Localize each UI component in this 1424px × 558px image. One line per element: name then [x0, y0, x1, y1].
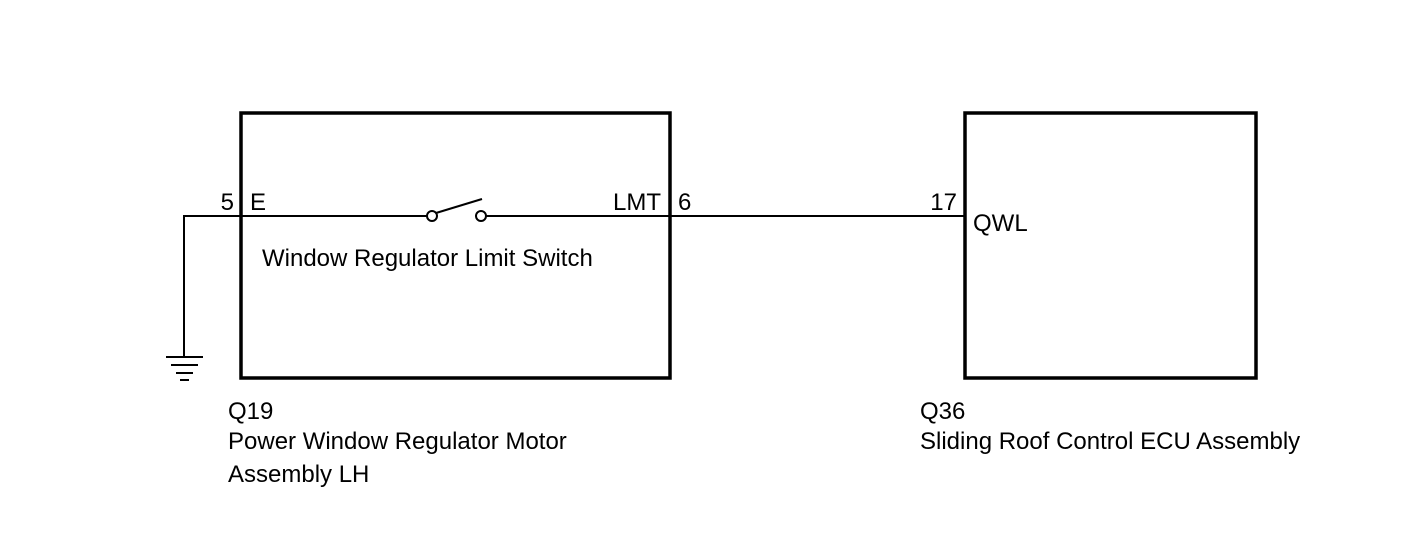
- q19-pin-lmt-name: LMT: [613, 189, 661, 216]
- q19-code: Q19: [228, 398, 273, 425]
- q36-code: Q36: [920, 398, 965, 425]
- q36-name: Sliding Roof Control ECU Assembly: [920, 428, 1300, 455]
- q36-pin-qwl-name: QWL: [973, 210, 1028, 237]
- q19-component-box: [239, 111, 672, 380]
- q19-pin-e-number: 5: [221, 189, 234, 216]
- q19-pin-lmt-number: 6: [678, 189, 691, 216]
- open-switch-icon: [426, 198, 487, 222]
- q36-component-box: [963, 111, 1258, 380]
- q19-name-line1: Power Window Regulator Motor: [228, 428, 567, 455]
- q36-pin-qwl-number: 17: [930, 189, 957, 216]
- ground-icon: [166, 356, 203, 381]
- q19-name-line2: Assembly LH: [228, 461, 369, 488]
- ground-wire: [183, 215, 241, 357]
- q19-pin-e-name: E: [250, 189, 266, 216]
- limit-switch-label: Window Regulator Limit Switch: [262, 245, 593, 272]
